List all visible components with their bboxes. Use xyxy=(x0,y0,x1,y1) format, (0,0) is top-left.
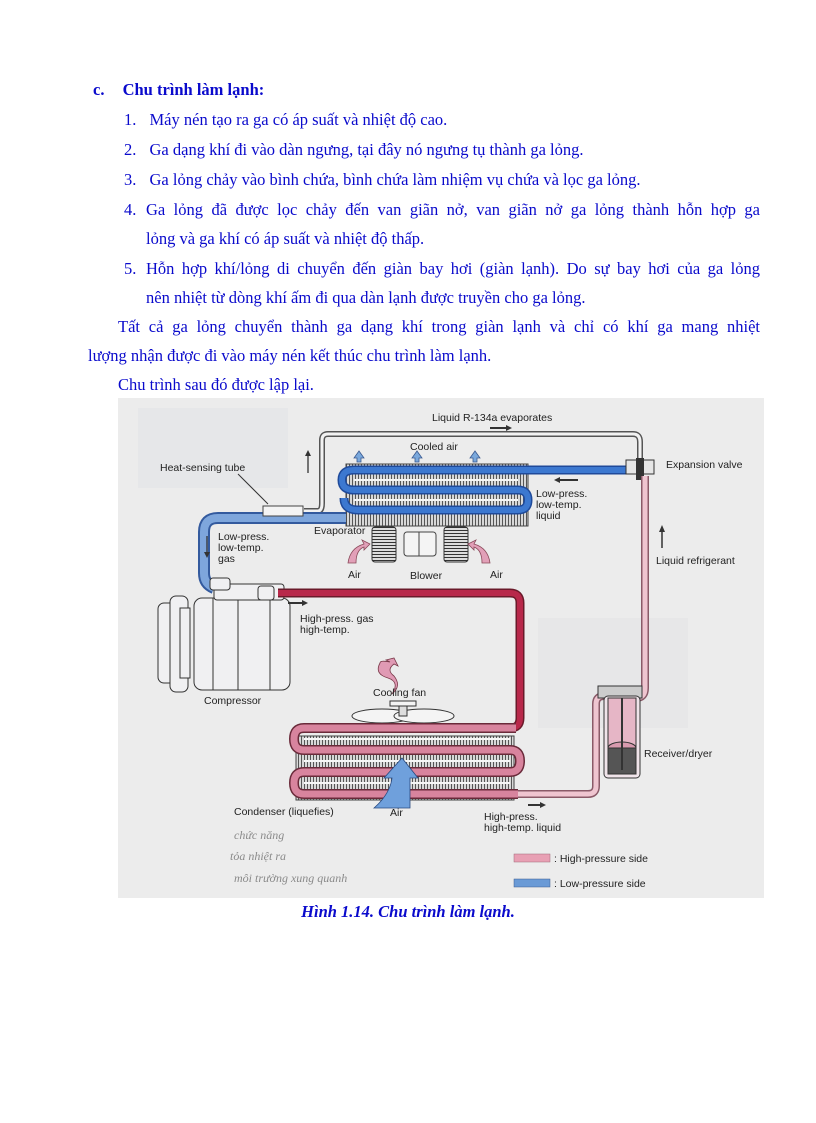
step-text: Ga lỏng đã được lọc chảy đến van giãn nở… xyxy=(146,200,760,219)
handwritten-note-1: chức năng xyxy=(234,828,284,842)
paragraph-2: Chu trình sau đó được lập lại. xyxy=(118,375,314,394)
step-number: 2. xyxy=(124,140,137,159)
label-high-press-gas-1: High-press. gas xyxy=(300,613,374,625)
label-cooling-fan: Cooling fan xyxy=(373,687,426,699)
legend-swatch-low xyxy=(513,878,551,888)
step-4: 4. Ga lỏng đã được lọc chảy đến van giãn… xyxy=(124,200,760,220)
diagram-svg: Liquid R-134a evaporates Cooled air Heat… xyxy=(138,408,743,890)
label-liquid-refrigerant: Liquid refrigerant xyxy=(656,555,735,567)
label-liquid-evaporates: Liquid R-134a evaporates xyxy=(432,412,552,424)
label-low-press-gas-2: low-temp. xyxy=(218,542,264,554)
step-5: 5. Hỗn hợp khí/lỏng di chuyển đến giàn b… xyxy=(124,259,760,279)
label-cooled-air: Cooled air xyxy=(410,441,458,453)
paragraph-1-line-2: lượng nhận được đi vào máy nén kết thúc … xyxy=(88,346,492,365)
section-label: c. xyxy=(93,80,105,99)
cooled-air-arrows-icon xyxy=(353,450,481,463)
label-air-right: Air xyxy=(490,569,503,581)
step-number: 3. xyxy=(124,170,137,189)
step-number: 4. xyxy=(124,200,137,219)
label-receiver-dryer: Receiver/dryer xyxy=(644,748,713,760)
label-low-press-liquid-3: liquid xyxy=(536,510,561,522)
receiver-dryer xyxy=(597,685,643,779)
label-high-press-liquid-2: high-temp. liquid xyxy=(484,822,561,834)
label-low-press-liquid-2: low-temp. xyxy=(536,499,582,511)
label-high-press-liquid-1: High-press. xyxy=(484,811,538,823)
blower-wheel-right xyxy=(443,526,469,563)
label-blower: Blower xyxy=(410,570,443,582)
refrigeration-cycle-diagram: Liquid R-134a evaporates Cooled air Heat… xyxy=(118,398,764,898)
label-air-condenser: Air xyxy=(390,807,403,819)
air-arrow-right-icon xyxy=(467,539,491,564)
step-text: Ga lỏng chảy vào bình chứa, bình chứa là… xyxy=(149,170,641,189)
label-expansion-valve: Expansion valve xyxy=(666,459,743,471)
section-heading: c. Chu trình làm lạnh: xyxy=(93,80,264,100)
step-4-continued: lỏng và ga khí có áp suất và nhiệt độ th… xyxy=(146,229,425,248)
step-text: Máy nén tạo ra ga có áp suất và nhiệt độ… xyxy=(149,110,448,129)
step-3: 3. Ga lỏng chảy vào bình chứa, bình chứa… xyxy=(124,170,640,190)
handwritten-note-3: môi trường xung quanh xyxy=(234,871,347,885)
label-low-press-gas-1: Low-press. xyxy=(218,531,269,543)
label-low-press-liquid-1: Low-press. xyxy=(536,488,587,500)
label-compressor: Compressor xyxy=(204,695,262,707)
label-condenser: Condenser (liquefies) xyxy=(234,806,334,818)
step-text: Ga dạng khí đi vào dàn ngưng, tại đây nó… xyxy=(149,140,584,159)
step-number: 5. xyxy=(124,259,137,278)
label-air-left: Air xyxy=(348,569,361,581)
legend-low-pressure: : Low-pressure side xyxy=(554,878,646,890)
section-title: Chu trình làm lạnh: xyxy=(122,80,265,99)
compressor xyxy=(157,577,291,693)
legend-high-pressure: : High-pressure side xyxy=(554,853,648,865)
paragraph-1-line-1: Tất cả ga lỏng chuyển thành ga dạng khí … xyxy=(118,317,760,336)
label-heat-sensing-tube: Heat-sensing tube xyxy=(160,462,245,474)
air-arrow-left-icon xyxy=(347,539,371,564)
step-2: 2. Ga dạng khí đi vào dàn ngưng, tại đây… xyxy=(124,140,583,160)
label-high-press-gas-2: high-temp. xyxy=(300,624,350,636)
step-text: Hỗn hợp khí/lỏng di chuyển đến giàn bay … xyxy=(146,259,760,278)
handwritten-note-2: tỏa nhiệt ra xyxy=(230,849,286,863)
legend-swatch-high xyxy=(513,853,551,863)
label-low-press-gas-3: gas xyxy=(218,553,235,565)
step-5-continued: nên nhiệt từ dòng khí ấm đi qua dàn lạnh… xyxy=(146,288,586,307)
step-number: 1. xyxy=(124,110,137,129)
blower-motor xyxy=(403,531,437,557)
heat-wave-icon xyxy=(377,657,399,695)
cooling-fan-icon xyxy=(351,700,455,724)
heat-sensing-bulb xyxy=(262,505,304,517)
figure-caption: Hình 1.14. Chu trình làm lạnh. xyxy=(301,902,515,921)
blower-wheel-left xyxy=(371,526,397,563)
condenser-air-arrow-icon xyxy=(372,757,419,809)
step-1: 1. Máy nén tạo ra ga có áp suất và nhiệt… xyxy=(124,110,447,130)
label-evaporator: Evaporator xyxy=(314,525,366,537)
